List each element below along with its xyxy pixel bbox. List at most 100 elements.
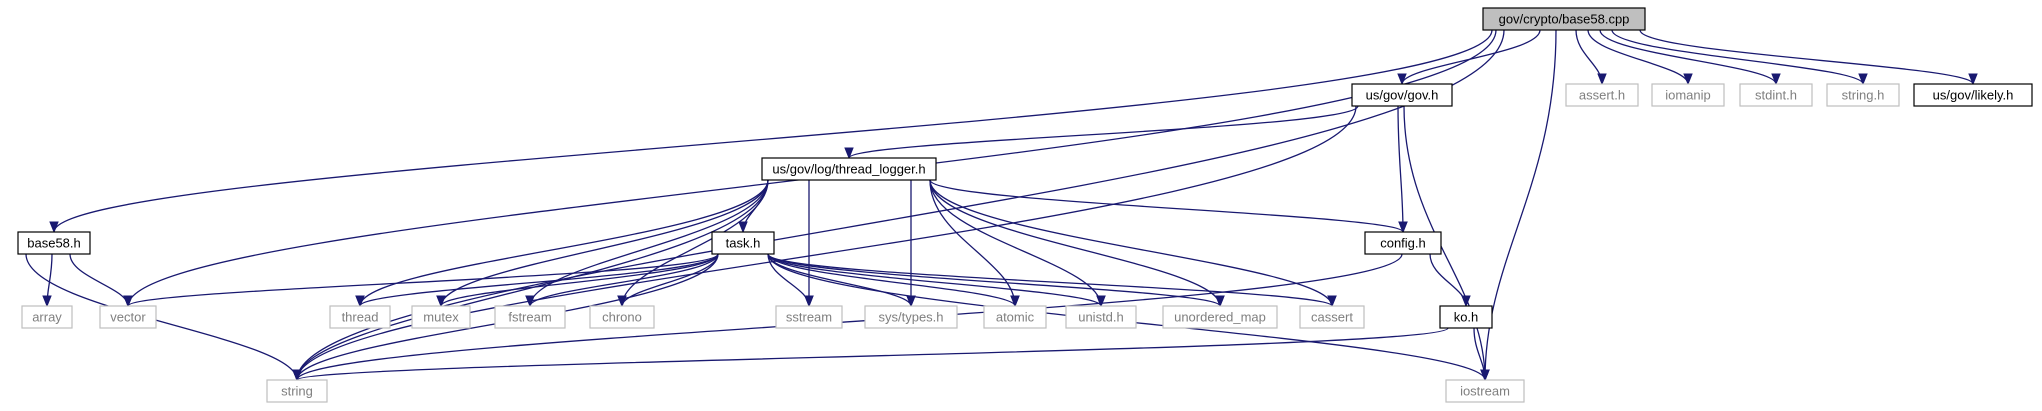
node-systypes: sys/types.h xyxy=(864,305,958,329)
edge-line xyxy=(296,327,1449,381)
node-box xyxy=(1351,83,1453,107)
node-box xyxy=(1439,305,1493,329)
node-vector: vector xyxy=(99,305,157,329)
edge-arrowhead xyxy=(292,369,302,382)
edge-arrowhead xyxy=(123,295,133,308)
edge-line xyxy=(929,179,1102,307)
node-base58[interactable]: base58.h xyxy=(17,231,91,255)
node-box xyxy=(983,305,1047,329)
edge-line xyxy=(1401,29,1541,85)
edge-arrowhead xyxy=(1215,295,1225,308)
node-box xyxy=(1565,83,1639,107)
edge-line xyxy=(1397,105,1404,233)
edge-line xyxy=(53,29,1493,233)
edge-line xyxy=(848,105,1359,159)
node-label: ko.h xyxy=(1454,310,1479,325)
node-likely[interactable]: us/gov/likely.h xyxy=(1913,83,2033,107)
node-task[interactable]: task.h xyxy=(711,231,775,255)
edge-arrowhead xyxy=(738,221,748,234)
edge-arrowhead xyxy=(1096,295,1106,308)
node-iomanip: iomanip xyxy=(1651,83,1725,107)
node-unistd: unistd.h xyxy=(1065,305,1137,329)
edge-line xyxy=(929,179,1221,307)
edge-root-to-assert xyxy=(1575,29,1607,86)
edge-line xyxy=(767,253,1016,307)
edge-task-to-sstream xyxy=(767,253,814,308)
node-box xyxy=(1482,7,1646,31)
edge-arrowhead xyxy=(1461,295,1471,308)
edge-arrowhead xyxy=(844,147,854,160)
edge-root-to-stdint xyxy=(1599,29,1781,86)
edge-line xyxy=(25,253,298,381)
edge-line xyxy=(621,253,719,307)
node-label: us/gov/log/thread_logger.h xyxy=(772,162,925,177)
edge-arrowhead xyxy=(1771,73,1781,86)
node-label: string.h xyxy=(1842,88,1885,103)
edge-gov-to-config xyxy=(1397,105,1408,234)
edge-line xyxy=(296,105,1357,381)
node-config[interactable]: config.h xyxy=(1364,231,1442,255)
edge-line xyxy=(929,179,1016,307)
node-label: string xyxy=(281,384,313,399)
edge-task-to-thread xyxy=(355,253,719,308)
edge-line xyxy=(296,253,1403,381)
node-label: us/gov/likely.h xyxy=(1933,88,2014,103)
edge-line xyxy=(1484,29,1557,381)
node-chrono: chrono xyxy=(589,305,655,329)
edge-task-to-unistd xyxy=(767,253,1106,308)
edge-arrowhead xyxy=(1968,73,1978,86)
edge-line xyxy=(929,179,1404,233)
node-box xyxy=(411,305,471,329)
node-box xyxy=(589,305,655,329)
edge-arrowhead xyxy=(1480,369,1490,382)
node-label: gov/crypto/base58.cpp xyxy=(1499,12,1630,27)
node-label: sstream xyxy=(786,310,832,325)
node-ko[interactable]: ko.h xyxy=(1439,305,1493,329)
edge-line xyxy=(1599,29,1777,85)
node-box xyxy=(864,305,958,329)
node-fstream: fstream xyxy=(494,305,566,329)
edge-line xyxy=(767,253,1102,307)
node-gov[interactable]: us/gov/gov.h xyxy=(1351,83,1453,107)
edge-thread_logger-to-config xyxy=(929,179,1408,234)
edge-base58-to-vector xyxy=(69,253,133,308)
edge-line xyxy=(296,179,769,381)
edge-line xyxy=(1403,105,1486,381)
edge-thread_logger-to-systypes xyxy=(906,179,916,308)
node-label: chrono xyxy=(602,310,642,325)
node-box xyxy=(1162,305,1278,329)
node-box xyxy=(1913,83,2033,107)
edge-arrowhead xyxy=(1683,73,1693,86)
edge-gov-to-thread_logger xyxy=(844,105,1359,160)
node-stringh: string.h xyxy=(1826,83,1900,107)
node-box xyxy=(1739,83,1813,107)
edge-task-to-mutex xyxy=(436,253,719,308)
edge-task-to-fstream xyxy=(525,253,719,308)
node-box xyxy=(99,305,157,329)
node-box xyxy=(1364,231,1442,255)
node-root[interactable]: gov/crypto/base58.cpp xyxy=(1482,7,1646,31)
edge-ko-to-string xyxy=(292,327,1449,382)
node-box xyxy=(1065,305,1137,329)
edge-line xyxy=(621,179,769,307)
edge-line xyxy=(127,253,719,307)
edge-arrowhead xyxy=(804,295,814,308)
node-unordered_map: unordered_map xyxy=(1162,305,1278,329)
edge-arrowhead xyxy=(1597,73,1607,86)
edge-line xyxy=(529,253,719,307)
edge-line xyxy=(1611,29,1864,85)
edge-thread_logger-to-sstream xyxy=(804,180,814,308)
node-thread_logger[interactable]: us/gov/log/thread_logger.h xyxy=(761,157,937,181)
node-label: vector xyxy=(110,310,146,325)
edge-arrowhead xyxy=(436,295,446,308)
node-box xyxy=(1826,83,1900,107)
edge-line xyxy=(440,253,719,307)
node-label: unordered_map xyxy=(1174,310,1266,325)
edge-root-to-iomanip xyxy=(1587,29,1693,86)
node-label: config.h xyxy=(1380,236,1426,251)
node-box xyxy=(1651,83,1725,107)
edge-thread_logger-to-unordered_map xyxy=(929,179,1225,308)
edge-line xyxy=(359,253,719,307)
